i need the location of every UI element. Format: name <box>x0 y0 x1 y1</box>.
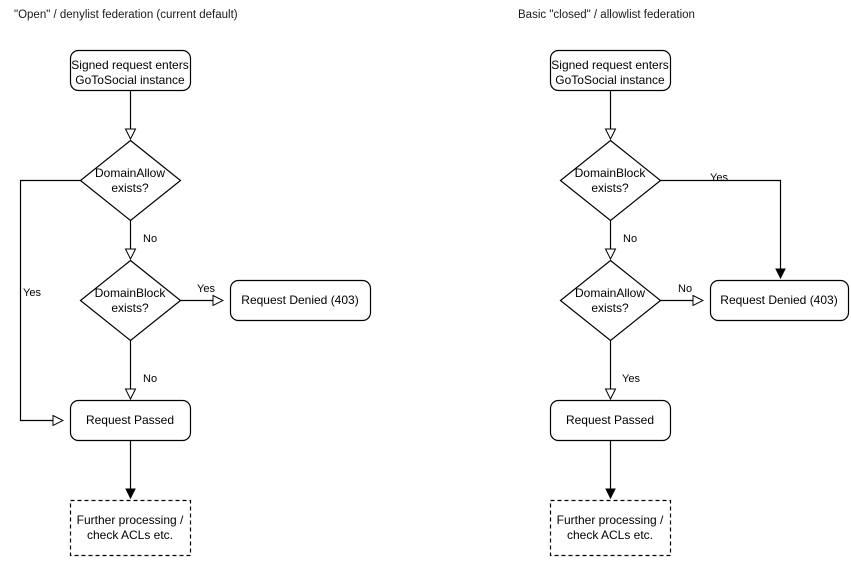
edge-allow-yes-to-passed-left <box>19 179 81 421</box>
node-domainallow-right <box>559 259 662 342</box>
node-request-denied-right <box>709 279 850 322</box>
node-start-right <box>549 49 672 92</box>
node-domainblock-left <box>79 259 182 342</box>
column-title-closed-allowlist: Basic "closed" / allowlist federation <box>518 9 695 21</box>
edge-block-yes-to-denied-right <box>660 179 781 278</box>
node-request-passed-right <box>549 399 672 442</box>
column-title-open-denylist: "Open" / denylist federation (current de… <box>14 9 238 21</box>
node-request-denied-left <box>229 279 372 322</box>
node-start-left <box>69 49 192 92</box>
node-request-passed-left <box>69 399 192 442</box>
node-domainallow-left <box>79 139 182 222</box>
node-further-processing-right <box>549 499 672 557</box>
node-domainblock-right <box>559 139 662 222</box>
node-further-processing-left <box>69 499 192 557</box>
